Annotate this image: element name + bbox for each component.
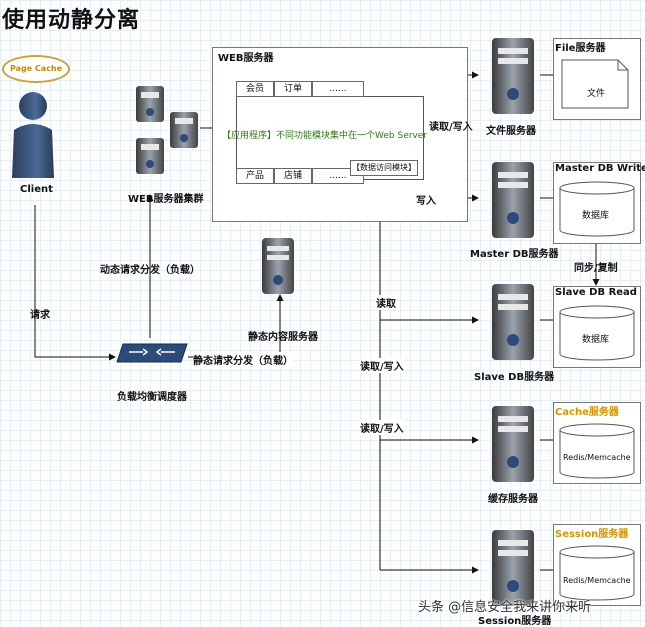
cache-server-label: 缓存服务器 [488,494,538,505]
master-database-icon [559,181,635,237]
session-store-icon [559,545,635,601]
app-description: 【应用程序】不同功能模块集中在一个Web Server [222,131,427,141]
client-label: Client [20,184,53,195]
session-store-label: Redis/Memcache [563,576,631,585]
page-cache-badge: Page Cache [2,55,70,83]
slave-db-title: Slave DB Read [555,287,637,298]
file-document-icon [561,59,629,109]
slave-database-icon [559,305,635,361]
session-rw-label: 读取/写入 [360,420,404,435]
cache-store-label: Redis/Memcache [563,453,631,462]
client-person-icon [12,92,54,178]
static-server-label: 静态内容服务器 [248,332,318,343]
watermark: 头条 @信息安全我来讲你来听 [418,600,592,615]
web-cluster-servers-icon [136,86,198,174]
data-access-module: 【数据访问模块】 [350,160,418,176]
request-edge-label: 请求 [30,310,50,321]
slave-db-label: Slave DB服务器 [474,372,555,383]
cache-rw-label: 读取/写入 [360,358,404,373]
web-server-title: WEB服务器 [218,53,274,64]
cache-store-icon [559,423,635,479]
module-order: 订单 [274,81,312,97]
page-title: 使用动静分离 [2,8,141,33]
load-balancer-icon [116,343,188,363]
module-member: 会员 [236,81,274,97]
session-server-icon [492,530,534,606]
module-more-top: ...... [312,81,364,97]
module-product: 产品 [236,168,274,184]
master-db-title: Master DB Write [555,163,645,174]
master-db-label: Master DB服务器 [470,249,559,260]
file-rw-label: 读取/写入 [429,122,473,133]
sync-label: 同步/复制 [574,263,618,274]
dynamic-dispatch-label: 动态请求分发（负载） [100,265,200,276]
web-cluster-label: WEB服务器集群 [128,194,204,205]
file-document-label: 文件 [587,89,606,99]
file-server-label: 文件服务器 [486,126,536,137]
cache-title: Cache服务器 [555,407,619,418]
master-db-store: 数据库 [582,211,610,221]
static-server-icon [262,238,294,294]
session-title: Session服务器 [555,529,629,540]
session-server-label: Session服务器 [478,616,552,627]
load-balancer-label: 负载均衡调度器 [117,392,187,403]
file-server-title: File服务器 [555,43,606,54]
slave-db-store: 数据库 [582,335,610,345]
cache-server-icon [492,406,534,482]
slave-db-server-icon [492,284,534,360]
module-store: 店铺 [274,168,312,184]
master-db-server-icon [492,162,534,238]
static-dispatch-label: 静态请求分发（负载） [193,352,293,367]
master-write-label: 写入 [416,196,436,207]
file-server-icon [492,38,534,114]
slave-read-label: 读取 [376,295,396,310]
